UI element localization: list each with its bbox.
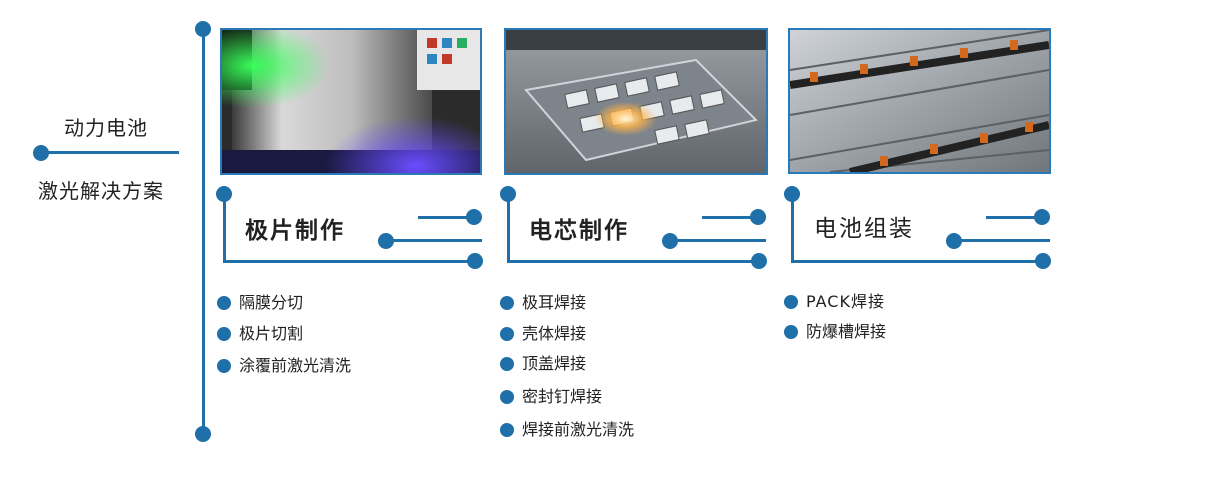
bullet-icon [500,423,514,437]
stage-2-deco-line-a [702,216,754,219]
stage-2-end-dot [751,253,767,269]
stage-1-connector-hline [223,260,475,263]
stage-1-list-item: 隔膜分切 [217,289,303,313]
stage-2-list-item: 壳体焊接 [500,320,586,344]
timeline-bottom-dot [195,426,211,442]
stage-3-list-item: PACK焊接 [784,288,885,312]
stage-2-list-item: 极耳焊接 [500,289,586,313]
stage-1-list-item: 涂覆前激光清洗 [217,352,351,376]
stage-2-connector-vline [507,194,510,262]
stage-2-connector-hline [507,260,759,263]
stage-1-deco-line-a [418,216,470,219]
stage-3-deco-line-a [986,216,1038,219]
stage-2-list-item: 焊接前激光清洗 [500,416,634,440]
stage-1-deco-line-b [386,239,482,242]
left-label-subtitle: 激光解决方案 [38,179,164,203]
left-connector-line [41,151,179,154]
bullet-icon [784,295,798,309]
stage-1-deco-dot-a [466,209,482,225]
stage-3-connector-hline [791,260,1043,263]
bullet-icon [217,327,231,341]
stage-3-deco-dot-a [1034,209,1050,225]
stage-3-end-dot [1035,253,1051,269]
stage-3-deco-line-b [954,239,1050,242]
stage-2-list-item: 密封钉焊接 [500,383,602,407]
stage-2-photo [504,28,768,175]
bullet-icon [217,296,231,310]
stage-1-connector-vline [223,194,226,262]
stage-3-connector-vline [791,194,794,262]
stage-3-title: 电池组装 [814,216,914,242]
stage-3-photo [788,28,1051,174]
bullet-icon [500,357,514,371]
stage-2-list-item: 顶盖焊接 [500,350,586,374]
bullet-icon [500,327,514,341]
stage-2-deco-dot-a [750,209,766,225]
bullet-icon [500,296,514,310]
bullet-icon [784,325,798,339]
stage-1-end-dot [467,253,483,269]
timeline-vertical-line [202,29,205,434]
stage-3-list-item: 防爆槽焊接 [784,318,886,342]
bullet-icon [217,359,231,373]
bullet-icon [500,390,514,404]
left-label-title: 动力电池 [64,116,148,140]
stage-2-deco-line-b [670,239,766,242]
stage-1-title: 极片制作 [245,218,345,244]
stage-2-title: 电芯制作 [529,218,629,244]
stage-1-photo [220,28,482,175]
stage-1-list-item: 极片切割 [217,320,303,344]
